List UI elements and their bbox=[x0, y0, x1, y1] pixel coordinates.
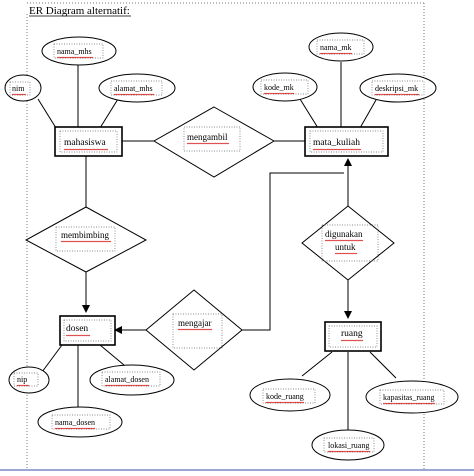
spellcheck-underline bbox=[60, 240, 112, 243]
entity-mahasiswa[interactable]: mahasiswa bbox=[54, 126, 123, 157]
diagram-title: ER Diagram alternatif: bbox=[29, 5, 130, 17]
attribute-nim-label: nim bbox=[12, 84, 25, 93]
attribute-kapasitas-ruang[interactable]: kapasitas_ruang bbox=[365, 380, 459, 414]
relationship-untuk-label: untuk bbox=[335, 242, 356, 252]
attribute-nama-dosen-label: nama_dosen bbox=[55, 418, 95, 427]
relationship-mengambil-label: mengambil bbox=[187, 132, 228, 142]
relationship-membimbing[interactable]: membimbing bbox=[24, 206, 148, 273]
spellcheck-underline bbox=[16, 384, 30, 387]
attribute-nip-label: nip bbox=[17, 375, 27, 384]
attribute-nama-dosen[interactable]: nama_dosen bbox=[37, 406, 123, 438]
spellcheck-underline bbox=[113, 93, 155, 96]
attribute-nama-mhs-label: nama_mhs bbox=[57, 47, 92, 56]
relationship-digunakan-untuk[interactable]: digunakan untuk bbox=[301, 205, 395, 281]
spellcheck-underline bbox=[382, 402, 436, 405]
relationship-mengajar-label: mengajar bbox=[178, 318, 211, 328]
attribute-deskripsi-mk-label: deskripsi_mk bbox=[375, 84, 418, 93]
spellcheck-underline bbox=[56, 56, 94, 59]
entity-mata-kuliah-label: mata_kuliah bbox=[313, 138, 360, 148]
relationship-membimbing-label: membimbing bbox=[61, 230, 109, 240]
entity-dosen-label: dosen bbox=[66, 324, 88, 334]
spellcheck-underline bbox=[312, 148, 362, 151]
spellcheck-underline bbox=[63, 148, 109, 151]
attribute-kode-ruang-label: kode_ruang bbox=[266, 392, 304, 401]
attribute-nama-mk[interactable]: nama_mk bbox=[308, 32, 374, 62]
attribute-alamat-dosen-label: alamat_dosen bbox=[105, 375, 149, 384]
attribute-kode-mk[interactable]: kode_mk bbox=[252, 72, 318, 102]
spellcheck-underline bbox=[177, 328, 213, 331]
spellcheck-underline bbox=[324, 239, 364, 242]
spellcheck-underline bbox=[319, 52, 353, 55]
spellcheck-underline bbox=[334, 252, 358, 255]
entity-mahasiswa-label: mahasiswa bbox=[64, 138, 106, 148]
connectors bbox=[37, 62, 397, 430]
relationship-digunakan-label: digunakan bbox=[325, 229, 363, 239]
spellcheck-underline bbox=[65, 334, 91, 337]
spellcheck-underline bbox=[374, 93, 420, 96]
attribute-kode-ruang[interactable]: kode_ruang bbox=[249, 378, 331, 412]
spellcheck-underline bbox=[104, 384, 150, 387]
attribute-nip[interactable]: nip bbox=[8, 366, 50, 394]
attribute-kode-mk-label: kode_mk bbox=[264, 83, 294, 92]
spellcheck-underline bbox=[265, 401, 305, 404]
spellcheck-underline bbox=[263, 92, 295, 95]
relationship-mengajar[interactable]: mengajar bbox=[145, 289, 243, 371]
spellcheck-underline bbox=[340, 339, 364, 342]
attribute-deskripsi-mk[interactable]: deskripsi_mk bbox=[359, 73, 437, 103]
entity-mata-kuliah[interactable]: mata_kuliah bbox=[304, 126, 389, 157]
spellcheck-underline bbox=[186, 142, 230, 145]
relationship-mengambil[interactable]: mengambil bbox=[153, 106, 275, 178]
attribute-nama-mhs[interactable]: nama_mhs bbox=[41, 36, 117, 66]
entity-ruang[interactable]: ruang bbox=[324, 321, 382, 352]
attribute-alamat-mhs[interactable]: alamat_mhs bbox=[98, 73, 176, 103]
attribute-alamat-mhs-label: alamat_mhs bbox=[114, 84, 153, 93]
attribute-nim[interactable]: nim bbox=[4, 74, 42, 102]
spellcheck-underline bbox=[11, 93, 27, 96]
spellcheck-underline bbox=[327, 450, 371, 453]
entity-dosen[interactable]: dosen bbox=[59, 315, 116, 346]
attribute-alamat-dosen[interactable]: alamat_dosen bbox=[89, 364, 175, 396]
attribute-lokasi-ruang[interactable]: lokasi_ruang bbox=[311, 429, 385, 461]
attribute-kapasitas-ruang-label: kapasitas_ruang bbox=[383, 393, 435, 402]
spellcheck-underline bbox=[54, 427, 96, 430]
entity-ruang-label: ruang bbox=[341, 329, 363, 339]
attribute-nama-mk-label: nama_mk bbox=[320, 43, 352, 52]
attribute-lokasi-ruang-label: lokasi_ruang bbox=[328, 441, 369, 450]
